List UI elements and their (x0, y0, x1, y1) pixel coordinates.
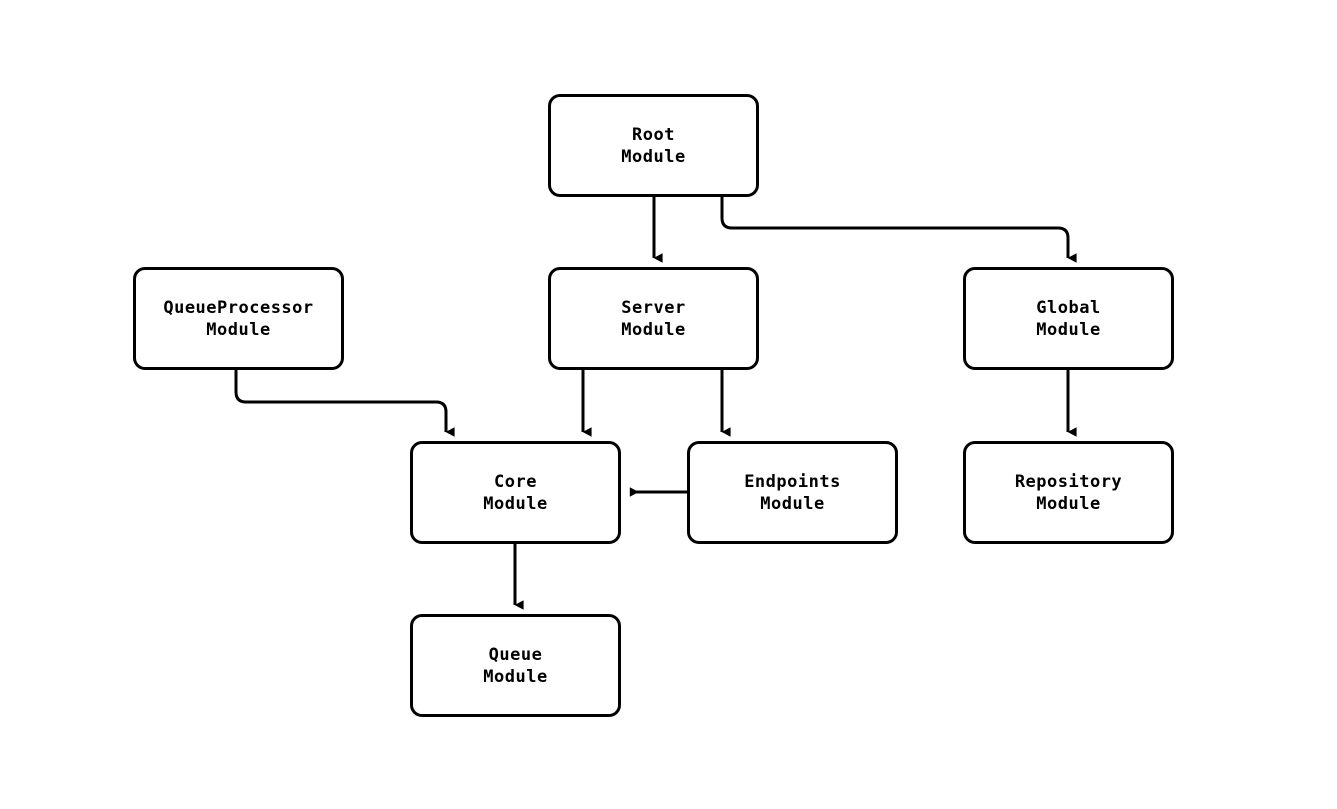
node-label-line1: Repository (1014, 471, 1123, 492)
node-label-line2: Module (483, 666, 548, 687)
node-queueprocessor-module[interactable]: QueueProcessor Module (133, 267, 344, 370)
node-label-line1: Endpoints (744, 471, 841, 492)
node-core-module[interactable]: Core Module (410, 441, 621, 544)
edge-queueprocessor-to-core (234, 370, 455, 437)
node-endpoints-module[interactable]: Endpoints Module (687, 441, 898, 544)
node-label-line1: Root (632, 124, 675, 145)
node-label-line1: Queue (488, 644, 543, 665)
node-label-line2: Module (760, 493, 825, 514)
node-label-line2: Module (621, 319, 686, 340)
node-server-module[interactable]: Server Module (548, 267, 759, 370)
node-label-line2: Module (1036, 319, 1101, 340)
node-root-module[interactable]: Root Module (548, 94, 759, 197)
node-label-line2: Module (483, 493, 548, 514)
node-label-line1: QueueProcessor (163, 297, 314, 318)
node-label-line2: Module (621, 146, 686, 167)
edge-root-to-global (720, 197, 1077, 263)
node-label-line1: Global (1036, 297, 1101, 318)
node-label-line1: Core (494, 471, 537, 492)
node-label-line2: Module (206, 319, 271, 340)
node-global-module[interactable]: Global Module (963, 267, 1174, 370)
node-repository-module[interactable]: Repository Module (963, 441, 1174, 544)
node-queue-module[interactable]: Queue Module (410, 614, 621, 717)
node-label-line2: Module (1036, 493, 1101, 514)
node-label-line1: Server (621, 297, 686, 318)
